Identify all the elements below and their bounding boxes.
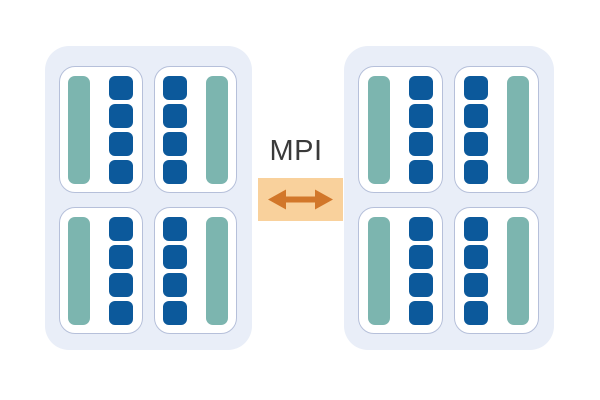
socket-card xyxy=(59,66,143,193)
core-square xyxy=(109,75,134,100)
socket-card xyxy=(153,66,237,193)
core-square xyxy=(109,216,134,241)
socket-card xyxy=(454,66,539,193)
core-column xyxy=(162,216,187,325)
core-square xyxy=(109,300,134,325)
double-arrow-icon xyxy=(268,189,333,210)
socket-card xyxy=(358,207,443,334)
core-square xyxy=(409,272,433,297)
core-column xyxy=(109,75,134,184)
core-square xyxy=(409,244,433,269)
core-column xyxy=(409,75,433,184)
core-square xyxy=(464,131,488,156)
socket-card xyxy=(358,66,443,193)
core-square xyxy=(464,216,488,241)
core-square xyxy=(109,244,134,269)
core-square xyxy=(162,272,187,297)
core-square xyxy=(409,131,433,156)
core-square xyxy=(409,159,433,184)
teal-bar xyxy=(507,216,529,325)
teal-bar xyxy=(68,75,91,184)
socket-card xyxy=(153,207,237,334)
teal-bar xyxy=(205,75,228,184)
compute-node-left xyxy=(45,46,252,350)
core-square xyxy=(409,300,433,325)
core-column xyxy=(464,75,488,184)
core-square xyxy=(109,159,134,184)
mpi-label: MPI xyxy=(269,135,323,167)
core-square xyxy=(109,103,134,128)
teal-bar xyxy=(368,75,390,184)
core-column xyxy=(162,75,187,184)
teal-bar xyxy=(68,216,91,325)
core-square xyxy=(109,131,134,156)
socket-card xyxy=(59,207,143,334)
core-square xyxy=(162,131,187,156)
core-square xyxy=(162,75,187,100)
core-square xyxy=(464,103,488,128)
core-square xyxy=(162,159,187,184)
core-square xyxy=(464,244,488,269)
mpi-link-box xyxy=(258,178,343,221)
core-square xyxy=(464,300,488,325)
teal-bar xyxy=(507,75,529,184)
core-square xyxy=(464,272,488,297)
core-square xyxy=(162,300,187,325)
core-square xyxy=(409,103,433,128)
core-column xyxy=(464,216,488,325)
core-column xyxy=(409,216,433,325)
core-square xyxy=(162,103,187,128)
core-square xyxy=(162,216,187,241)
core-square xyxy=(464,159,488,184)
core-square xyxy=(409,75,433,100)
compute-node-right xyxy=(344,46,554,350)
socket-card xyxy=(454,207,539,334)
core-column xyxy=(109,216,134,325)
core-square xyxy=(162,244,187,269)
core-square xyxy=(464,75,488,100)
core-square xyxy=(109,272,134,297)
core-square xyxy=(409,216,433,241)
teal-bar xyxy=(368,216,390,325)
teal-bar xyxy=(205,216,228,325)
